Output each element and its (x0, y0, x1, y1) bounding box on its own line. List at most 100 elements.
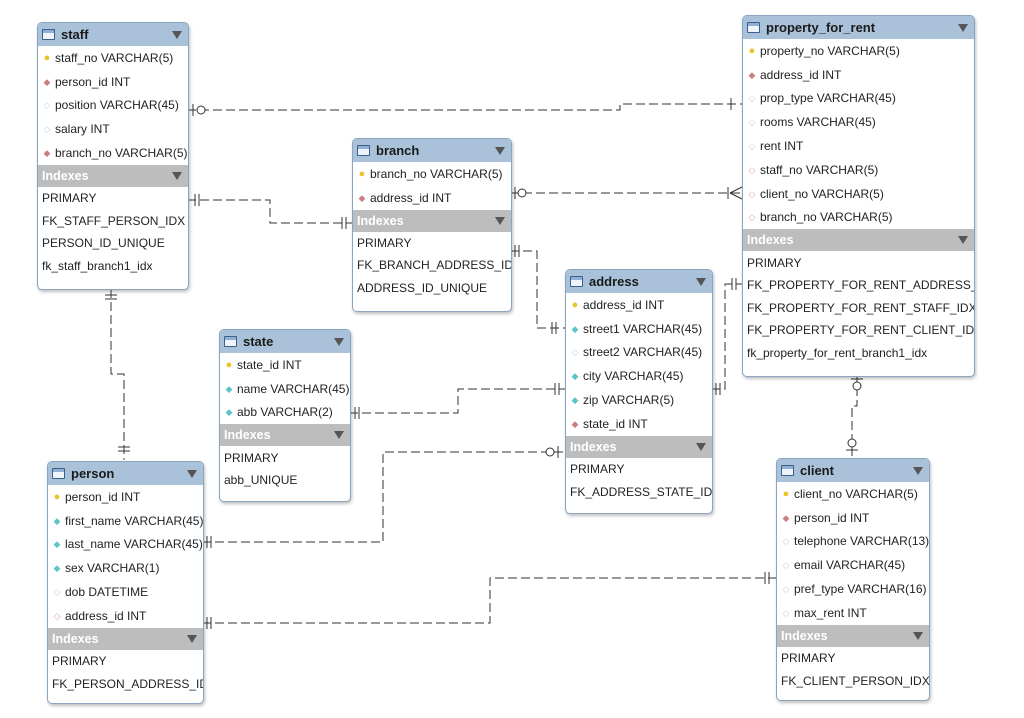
column-row[interactable]: ◆zip VARCHAR(5) (571, 393, 675, 408)
column-row[interactable]: ●person_id INT (53, 489, 141, 504)
collapse-arrow-icon[interactable] (913, 631, 923, 640)
primary-key-icon: ● (571, 298, 579, 311)
collapse-arrow-icon[interactable] (334, 431, 344, 440)
index-row[interactable]: FK_PROPERTY_FOR_RENT_ADDRESS_IDX (747, 278, 975, 293)
column-row[interactable]: ◇client_no VARCHAR(5) (748, 186, 884, 201)
indexes-header[interactable]: Indexes (220, 424, 350, 447)
index-row[interactable]: FK_PROPERTY_FOR_RENT_CLIENT_IDX (747, 323, 975, 338)
table-client[interactable]: client ●client_no VARCHAR(5) ◆person_id … (776, 458, 930, 701)
table-header[interactable]: branch (353, 139, 511, 162)
index-row[interactable]: FK_ADDRESS_STATE_IDX (570, 484, 713, 499)
column-row[interactable]: ◇salary INT (43, 122, 110, 137)
index-row[interactable]: PRIMARY (570, 462, 625, 477)
indexes-header[interactable]: Indexes (566, 435, 712, 458)
collapse-arrow-icon[interactable] (958, 23, 968, 32)
table-header[interactable]: client (777, 459, 929, 482)
column-row[interactable]: ◆name VARCHAR(45) (225, 381, 350, 396)
table-header[interactable]: state (220, 330, 350, 353)
index-row[interactable]: PRIMARY (357, 235, 412, 250)
indexes-header[interactable]: Indexes (777, 624, 929, 647)
index-row[interactable]: ADDRESS_ID_UNIQUE (357, 281, 488, 296)
column-row[interactable]: ◆last_name VARCHAR(45) (53, 537, 203, 552)
index-row[interactable]: PERSON_ID_UNIQUE (42, 236, 165, 251)
column-diamond-icon: ◆ (53, 563, 61, 574)
table-header[interactable]: address (566, 270, 712, 293)
column-row[interactable]: ◇position VARCHAR(45) (43, 98, 179, 113)
collapse-arrow-icon[interactable] (696, 277, 706, 286)
table-property-for-rent[interactable]: property_for_rent ●property_no VARCHAR(5… (742, 15, 975, 377)
index-row[interactable]: FK_BRANCH_ADDRESS_IDX (357, 258, 512, 273)
column-row[interactable]: ◇staff_no VARCHAR(5) (748, 162, 879, 177)
column-row[interactable]: ●state_id INT (225, 357, 302, 372)
column-row[interactable]: ◆state_id INT (571, 416, 648, 431)
collapse-arrow-icon[interactable] (696, 442, 706, 451)
column-row[interactable]: ◆address_id INT (748, 67, 842, 82)
primary-key-icon: ● (782, 487, 790, 500)
column-row[interactable]: ◇max_rent INT (782, 605, 867, 620)
index-row[interactable]: abb_UNIQUE (224, 473, 298, 488)
indexes-header[interactable]: Indexes (743, 229, 974, 252)
column-row[interactable]: ◆person_id INT (43, 74, 131, 89)
column-row[interactable]: ◆city VARCHAR(45) (571, 369, 684, 384)
rel-person-client (202, 577, 776, 624)
column-row[interactable]: ◇street2 VARCHAR(45) (571, 345, 703, 360)
index-row[interactable]: FK_CLIENT_PERSON_IDX (781, 673, 930, 688)
column-row[interactable]: ◇prop_type VARCHAR(45) (748, 91, 896, 106)
indexes-header[interactable]: Indexes (48, 627, 203, 650)
index-list: PRIMARY FK_PROPERTY_FOR_RENT_ADDRESS_IDX… (743, 251, 974, 364)
column-row[interactable]: ◇dob DATETIME (53, 585, 149, 600)
column-row[interactable]: ◇email VARCHAR(45) (782, 558, 906, 573)
index-row[interactable]: PRIMARY (747, 255, 802, 270)
index-row[interactable]: FK_PERSON_ADDRESS_IDX (52, 676, 204, 691)
table-address[interactable]: address ●address_id INT ◆street1 VARCHAR… (565, 269, 713, 514)
column-row[interactable]: ◆abb VARCHAR(2) (225, 405, 333, 420)
column-row[interactable]: ●address_id INT (571, 297, 665, 312)
index-row[interactable]: PRIMARY (42, 191, 97, 206)
table-person[interactable]: person ●person_id INT ◆first_name VARCHA… (47, 461, 204, 704)
column-list: ●client_no VARCHAR(5) ◆person_id INT ◇te… (777, 482, 929, 625)
column-row[interactable]: ●branch_no VARCHAR(5) (358, 166, 503, 181)
index-row[interactable]: PRIMARY (224, 450, 279, 465)
table-header[interactable]: property_for_rent (743, 16, 974, 39)
column-row[interactable]: ●staff_no VARCHAR(5) (43, 50, 174, 65)
index-row[interactable]: fk_staff_branch1_idx (42, 259, 153, 274)
table-header[interactable]: staff (38, 23, 188, 46)
primary-key-icon: ● (43, 51, 51, 64)
collapse-arrow-icon[interactable] (187, 634, 197, 643)
index-row[interactable]: FK_STAFF_PERSON_IDX (42, 213, 186, 228)
column-row[interactable]: ◇rooms VARCHAR(45) (748, 115, 876, 130)
collapse-arrow-icon[interactable] (172, 171, 182, 180)
collapse-arrow-icon[interactable] (334, 337, 344, 346)
column-row[interactable]: ◆street1 VARCHAR(45) (571, 321, 703, 336)
table-staff[interactable]: staff ●staff_no VARCHAR(5) ◆person_id IN… (37, 22, 189, 290)
column-row[interactable]: ◇pref_type VARCHAR(16) (782, 582, 927, 597)
column-row[interactable]: ◇rent INT (748, 139, 804, 154)
collapse-arrow-icon[interactable] (187, 469, 197, 478)
collapse-arrow-icon[interactable] (913, 466, 923, 475)
index-row[interactable]: PRIMARY (781, 651, 836, 666)
column-row[interactable]: ◆branch_no VARCHAR(5) (43, 146, 188, 161)
index-row[interactable]: FK_PROPERTY_FOR_RENT_STAFF_IDX (747, 300, 975, 315)
column-row[interactable]: ◇telephone VARCHAR(13) (782, 534, 930, 549)
table-state[interactable]: state ●state_id INT ◆name VARCHAR(45) ◆a… (219, 329, 351, 502)
column-row[interactable]: ◇branch_no VARCHAR(5) (748, 210, 893, 225)
rel-state-address (349, 388, 565, 414)
column-row[interactable]: ◆sex VARCHAR(1) (53, 561, 160, 576)
column-row[interactable]: ●client_no VARCHAR(5) (782, 486, 918, 501)
column-row[interactable]: ◆first_name VARCHAR(45) (53, 513, 204, 528)
collapse-arrow-icon[interactable] (172, 30, 182, 39)
index-row[interactable]: PRIMARY (52, 654, 107, 669)
column-row[interactable]: ◆person_id INT (782, 510, 870, 525)
foreign-key-diamond-icon: ◆ (43, 76, 51, 87)
indexes-header[interactable]: Indexes (38, 164, 188, 187)
table-branch[interactable]: branch ●branch_no VARCHAR(5) ◆address_id… (352, 138, 512, 312)
column-row[interactable]: ◇address_id INT (53, 608, 147, 623)
index-row[interactable]: fk_property_for_rent_branch1_idx (747, 346, 928, 361)
column-row[interactable]: ◆address_id INT (358, 190, 452, 205)
column-row[interactable]: ●property_no VARCHAR(5) (748, 43, 900, 58)
collapse-arrow-icon[interactable] (495, 146, 505, 155)
collapse-arrow-icon[interactable] (495, 216, 505, 225)
table-header[interactable]: person (48, 462, 203, 485)
collapse-arrow-icon[interactable] (958, 236, 968, 245)
indexes-header[interactable]: Indexes (353, 209, 511, 232)
